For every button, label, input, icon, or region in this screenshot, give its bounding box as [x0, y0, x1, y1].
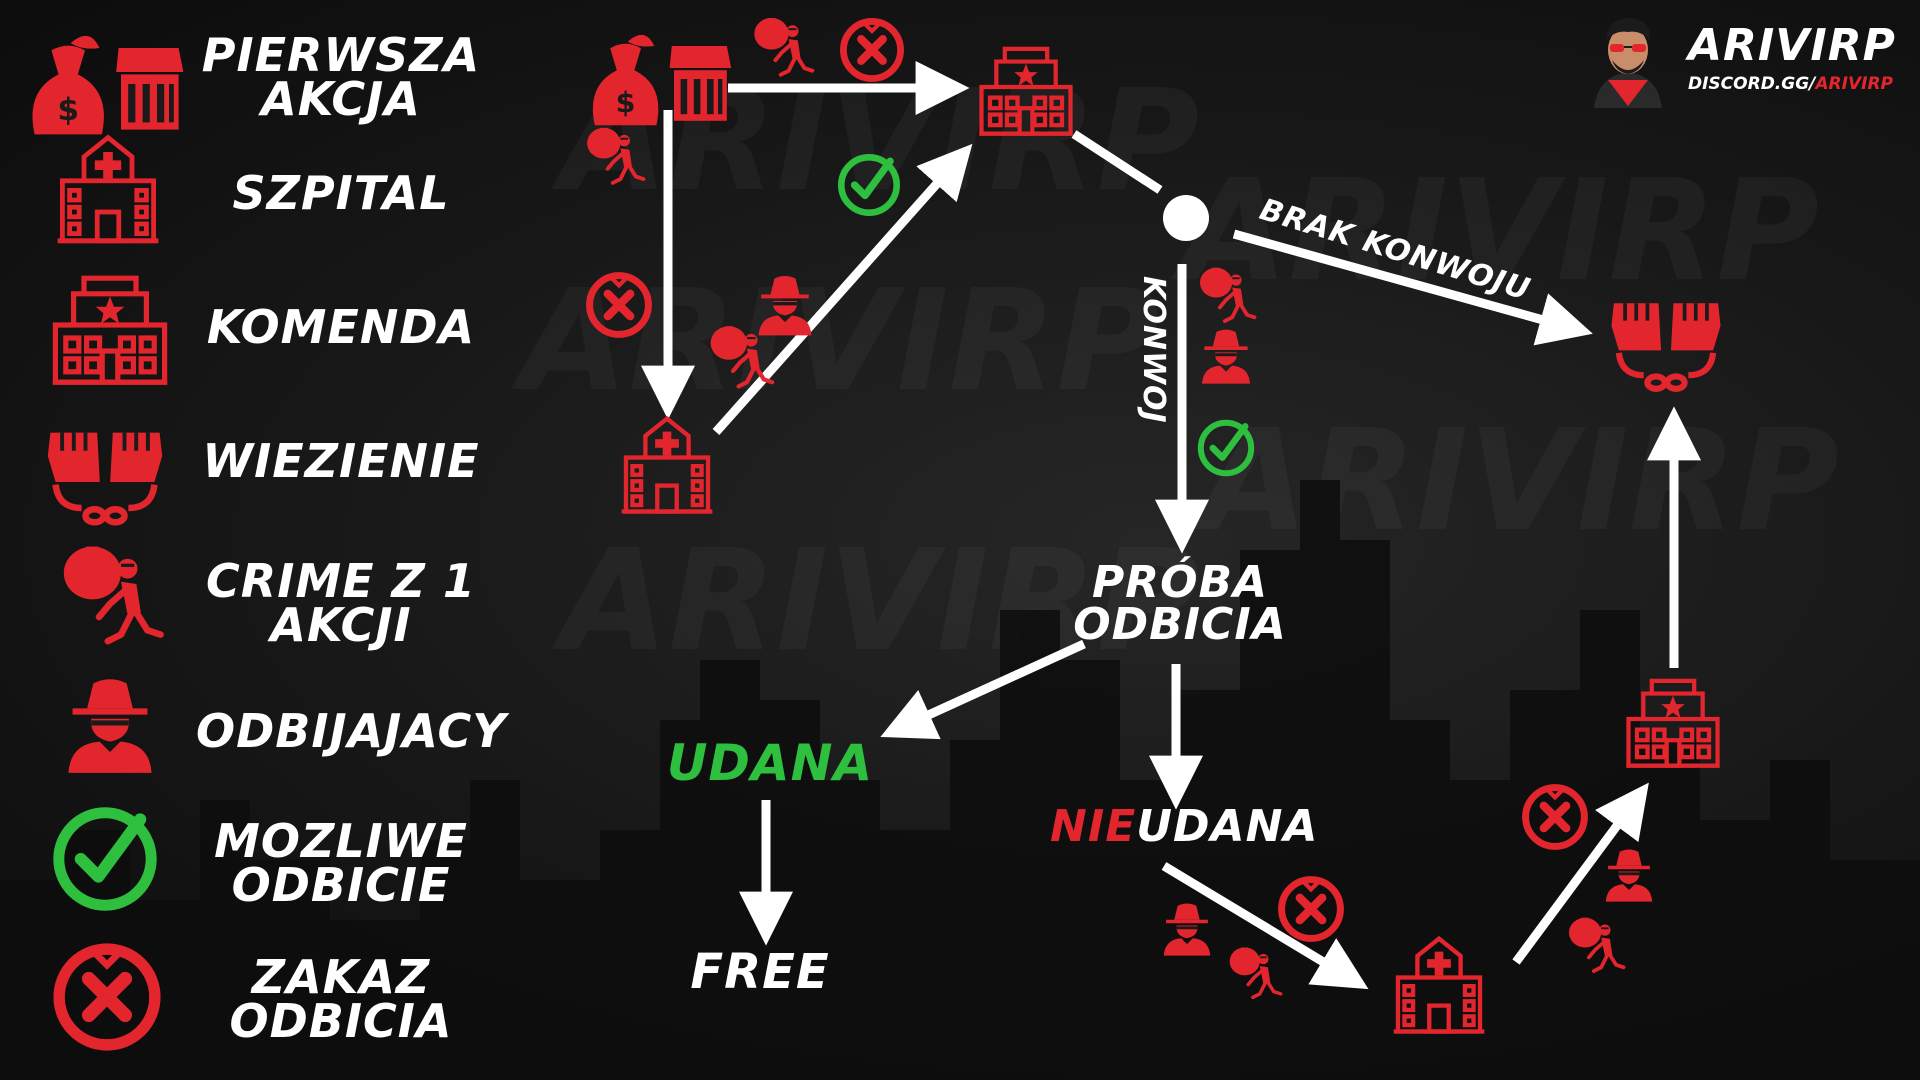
legend-label-szpital: SZPITAL — [232, 166, 450, 220]
node-label-fail-prefix: NIE — [1050, 801, 1137, 852]
hospital-icon — [1378, 930, 1500, 1038]
arrow-junction-to-prison — [1232, 229, 1593, 346]
x-circle-icon — [1520, 782, 1590, 852]
brand-discord: DISCORD.GG/ARIVIRP — [1688, 74, 1893, 94]
handcuffs-icon — [1604, 276, 1728, 400]
brand-badge: ARIVIRP DISCORD.GG/ARIVIRP — [1576, 10, 1906, 110]
spy-icon — [1600, 846, 1658, 904]
check-circle-icon — [1196, 418, 1256, 478]
robber-icon — [1194, 264, 1258, 326]
robber-icon — [1562, 914, 1628, 976]
arrow-hospital-to-police — [712, 143, 973, 435]
legend-label-wiezienie: WIEZIENIE — [202, 434, 480, 488]
legend-label-pierwsza-akcja: PIERWSZA AKCJA — [201, 28, 481, 126]
robber-icon — [746, 14, 818, 80]
robber-icon — [580, 124, 648, 188]
node-label-fail: NIEUDANA — [1050, 805, 1317, 849]
robber-icon — [1220, 944, 1288, 1002]
brand-name: ARIVIRP — [1688, 20, 1896, 71]
x-circle-icon — [838, 16, 906, 84]
avatar-icon — [1594, 18, 1662, 108]
x-circle-icon — [1276, 874, 1346, 944]
line-police-to-junction — [1071, 130, 1163, 194]
x-circle-icon — [584, 270, 654, 340]
arrow-attempt-to-success — [880, 639, 1086, 740]
legend-label-komenda: KOMENDA — [206, 300, 476, 354]
legend-label-mozliwe-odbicie: MOZLIWE ODBICIE — [214, 814, 468, 912]
police-station-icon — [1614, 666, 1732, 772]
brand-discord-prefix: DISCORD.GG/ — [1688, 74, 1816, 94]
spy-icon — [1158, 900, 1216, 958]
arrow-fail-to-hospital — [1161, 862, 1369, 990]
check-circle-icon — [836, 152, 902, 218]
legend-label-odbijajacy: ODBIJAJACY — [196, 704, 507, 758]
node-label-attempt: PRÓBA ODBICIA — [1060, 557, 1300, 650]
legend-label-crime-z-1-akcji: CRIME Z 1 AKCJI — [206, 554, 476, 652]
edge-label-convoy: KONWOJ — [1136, 276, 1171, 424]
police-station-icon — [966, 34, 1086, 140]
legend-label-zakaz-odbicia: ZAKAZ ODBICIA — [229, 950, 453, 1048]
city-skyline — [0, 480, 1920, 1080]
arrow-hospital-to-police — [1512, 782, 1649, 965]
node-label-free: FREE — [690, 944, 830, 1000]
junction-node — [1163, 195, 1209, 241]
hospital-icon — [604, 410, 730, 518]
start-action-icon — [582, 24, 744, 134]
brand-discord-handle: ARIVIRP — [1815, 74, 1893, 94]
node-label-attempt-line2: ODBICIA — [1073, 598, 1287, 650]
node-label-success: UDANA — [666, 734, 874, 792]
robber-icon — [700, 322, 780, 392]
node-label-fail-suffix: UDANA — [1136, 801, 1319, 852]
node-label-attempt-line1: PRÓBA — [1091, 557, 1269, 608]
spy-icon — [1196, 326, 1256, 386]
